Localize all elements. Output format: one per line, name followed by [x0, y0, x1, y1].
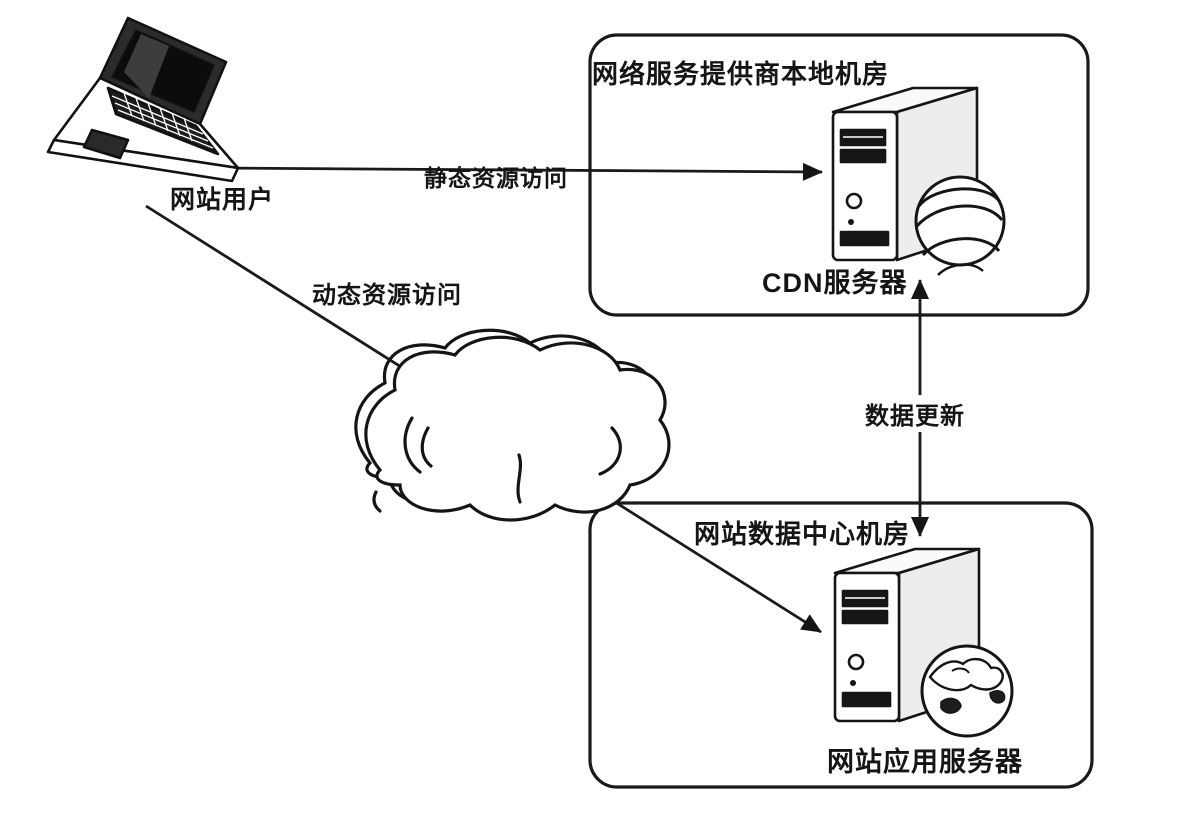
cloud-icon — [354, 328, 671, 522]
cdn-server-label: CDN服务器 — [762, 268, 908, 298]
earth-globe-icon — [920, 644, 1014, 738]
data-update-label: 数据更新 — [860, 395, 970, 432]
user-label: 网站用户 — [170, 186, 275, 214]
laptop-icon — [46, 16, 240, 183]
app-server-label: 网站应用服务器 — [827, 747, 1023, 777]
static-access-arrow — [212, 162, 823, 181]
isp-room-title: 网络服务提供商本地机房 — [592, 59, 890, 89]
datacenter-room-title: 网站数据中心机房 — [694, 519, 911, 549]
static-access-label: 静态资源访问 — [424, 165, 568, 191]
dynamic-access-label: 动态资源访问 — [312, 282, 462, 309]
cdn-server-icon — [831, 86, 979, 262]
striped-globe-icon — [914, 175, 1006, 276]
